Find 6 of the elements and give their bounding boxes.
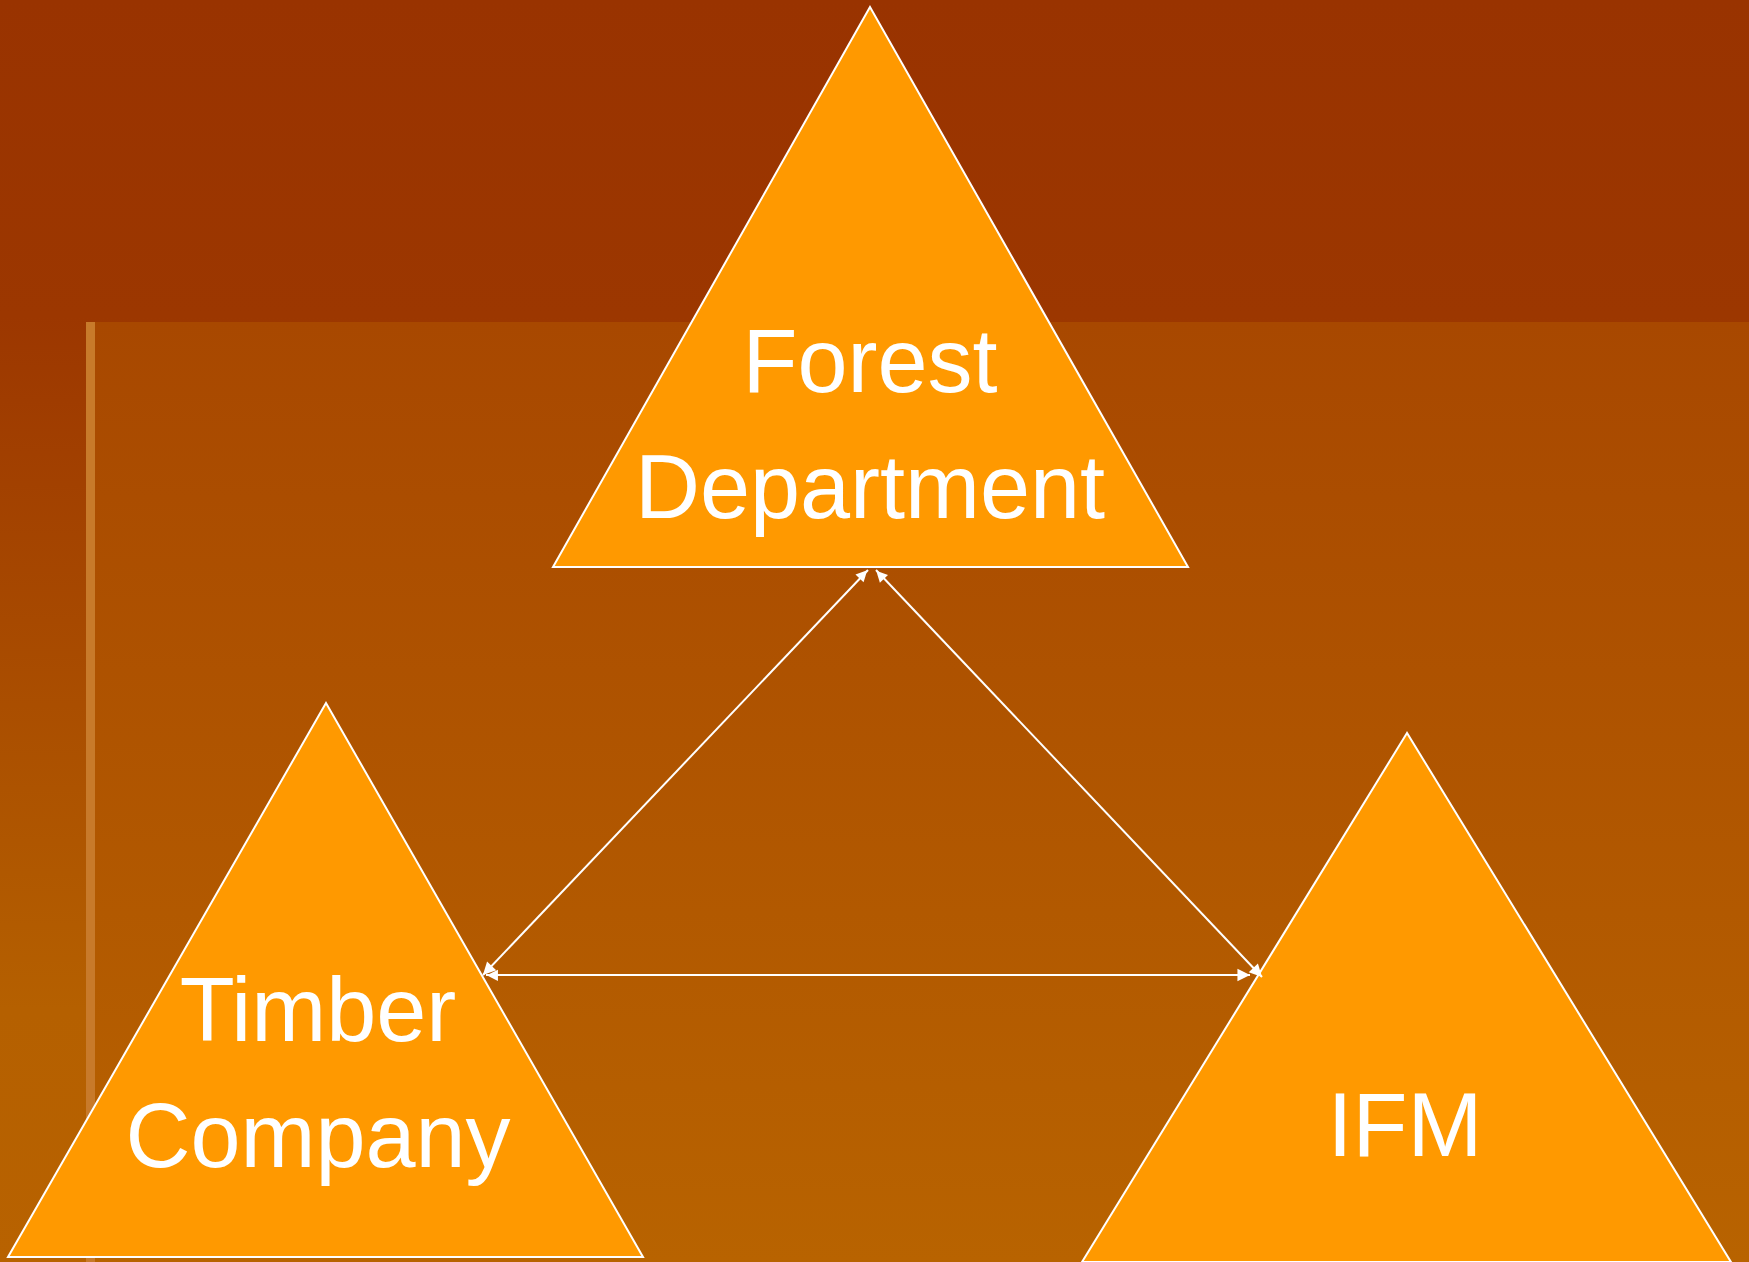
node-label: IFM [1326,1074,1484,1177]
double-arrow [485,968,1251,982]
double-arrow [875,569,1263,978]
node-label: Timber Company [124,959,512,1188]
double-arrow [482,569,869,976]
node-label: Forest Department [633,310,1107,539]
